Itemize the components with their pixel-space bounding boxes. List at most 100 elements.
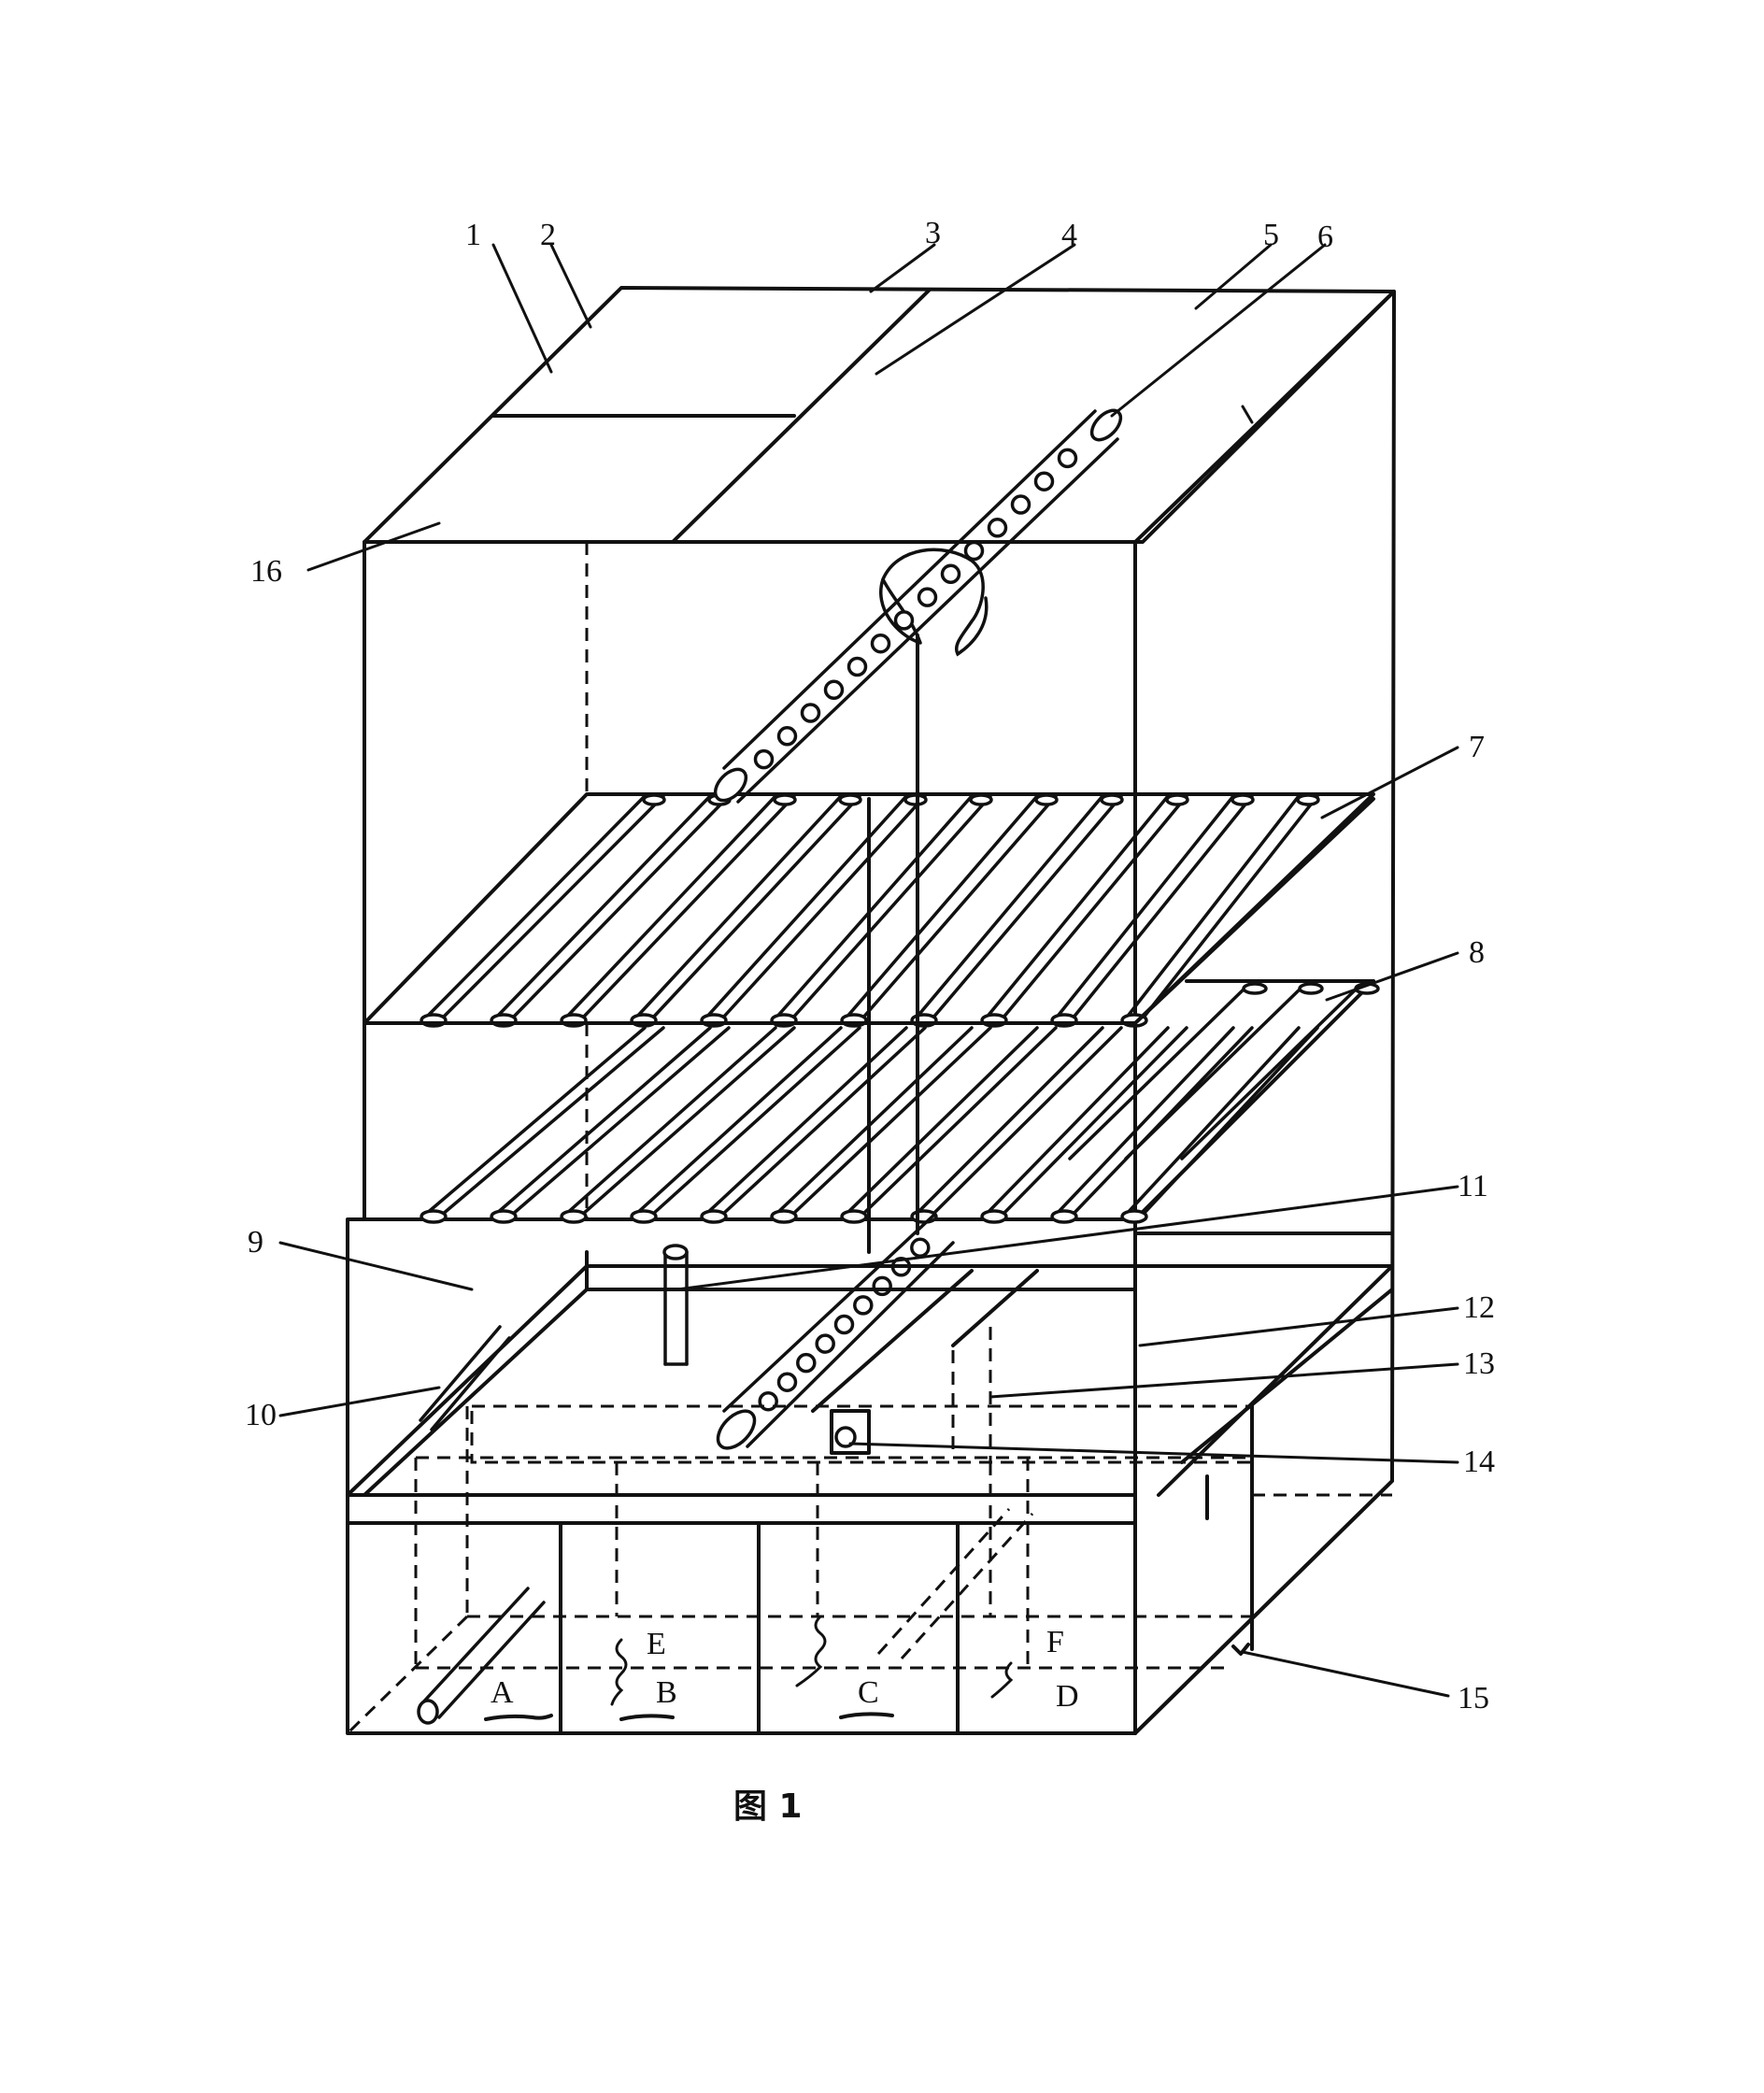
tube-end [1296,793,1320,806]
label-2: 2 [540,218,556,252]
tube-tray-lower [363,797,1380,1224]
tube-end [560,1209,588,1224]
compartment-f: F [1046,1625,1064,1659]
label-10: 10 [245,1398,277,1432]
tray-tube [774,1026,974,1217]
tray-tube-edge [650,1026,861,1217]
label-4: 4 [1061,218,1077,252]
tray-tube [1180,984,1361,1160]
compartment-c: C [858,1675,879,1710]
tray-tube-edge [510,1026,731,1217]
tray-tube [914,1026,1104,1217]
tray-tube-edge [790,794,992,1020]
tube-end [1034,793,1059,806]
tray-tube-edge [1001,794,1188,1020]
tray-tube [704,794,908,1020]
label-15: 15 [1458,1681,1489,1716]
label-7: 7 [1469,730,1485,764]
label-13: 13 [1463,1346,1495,1381]
tray-tube [563,1026,777,1217]
tube-end [840,1209,868,1224]
pipe-perforation [893,610,915,631]
top-edge-mark [1241,405,1254,424]
spray-pipe-upper [713,408,1123,804]
tray-tube-edge [440,794,665,1020]
compartment-e: E [647,1627,666,1661]
tray-tube [423,794,647,1020]
pipe-perforation [753,748,775,770]
tray-tube-edge [861,1026,1058,1217]
tray-tube-edge [440,1026,665,1217]
tube-end [1242,982,1268,995]
leader-lines [278,243,1459,1698]
tube-end [1165,793,1189,806]
tray-tube-edge [1001,1026,1188,1217]
tube-end [420,1209,448,1224]
label-1: 1 [465,218,481,252]
tray-tube [984,1026,1170,1217]
top-divider-diagonal [671,288,932,544]
tube-end [1298,982,1324,995]
pipe-perforation [1033,471,1055,491]
bottom-compartments [346,1406,1394,1735]
tube-end [630,1209,658,1224]
pipe-hook [879,548,989,657]
tray-tube-edge [861,794,1058,1020]
tray-tube-edge [720,794,927,1020]
tray-tube-edge [931,1026,1123,1217]
pipe-perforation [833,1314,855,1335]
tube-end [1100,793,1124,806]
tray-tube [704,1026,908,1217]
compartment-b: B [656,1675,677,1710]
pipe-perforation [963,540,985,562]
pipe-perforation [796,1352,817,1374]
tube-end [1231,793,1255,806]
tray-tube [844,1026,1039,1217]
reference-numerals: 1 2 3 4 5 6 16 7 8 11 9 12 13 10 14 15 [245,216,1495,1716]
tray-tube-edge [1071,794,1254,1020]
tray-tube-edge [580,1026,796,1217]
label-16: 16 [250,554,282,589]
tray-tube [493,794,712,1020]
tray-tube [1054,794,1235,1020]
pipe-perforation [846,656,868,677]
top-face [363,286,1396,544]
tube-end [980,1209,1008,1224]
label-14: 14 [1463,1445,1495,1479]
tray-tube-edge [720,1026,927,1217]
tube-end [642,793,666,806]
tray-tube [423,1026,647,1217]
tray-tube [984,794,1170,1020]
tray-tube-edge [510,794,731,1020]
compartment-d: D [1056,1679,1079,1714]
tray-tube [1054,1026,1235,1217]
tray-tube-edge [580,794,796,1020]
front-face [346,540,1137,1735]
label-11: 11 [1458,1169,1488,1203]
pipe-perforation [917,587,938,607]
tray-tube [1124,794,1301,1020]
tube-end [838,793,862,806]
tube-end [969,793,993,806]
tray-tube [914,794,1104,1020]
tube-end [490,1209,518,1224]
tray-tube-edge [650,794,861,1020]
label-3: 3 [925,216,941,250]
pipe-perforation [870,633,891,654]
label-6: 6 [1317,220,1333,254]
tray-tube [774,794,974,1020]
tube-end [773,793,797,806]
pipe-perforation [940,563,961,585]
vertical-rods [867,634,919,1254]
compartment-letters: A B C D E F [491,1625,1079,1714]
label-12: 12 [1463,1290,1495,1325]
pipe-perforation [800,703,821,723]
tray-tube [633,794,843,1020]
tube-end [1120,1209,1148,1224]
tray-tube [1124,984,1305,1160]
tray-tube [493,1026,712,1217]
tube-tray-upper [363,792,1375,1028]
valve [830,1409,871,1455]
tray-tube-edge [790,1026,992,1217]
